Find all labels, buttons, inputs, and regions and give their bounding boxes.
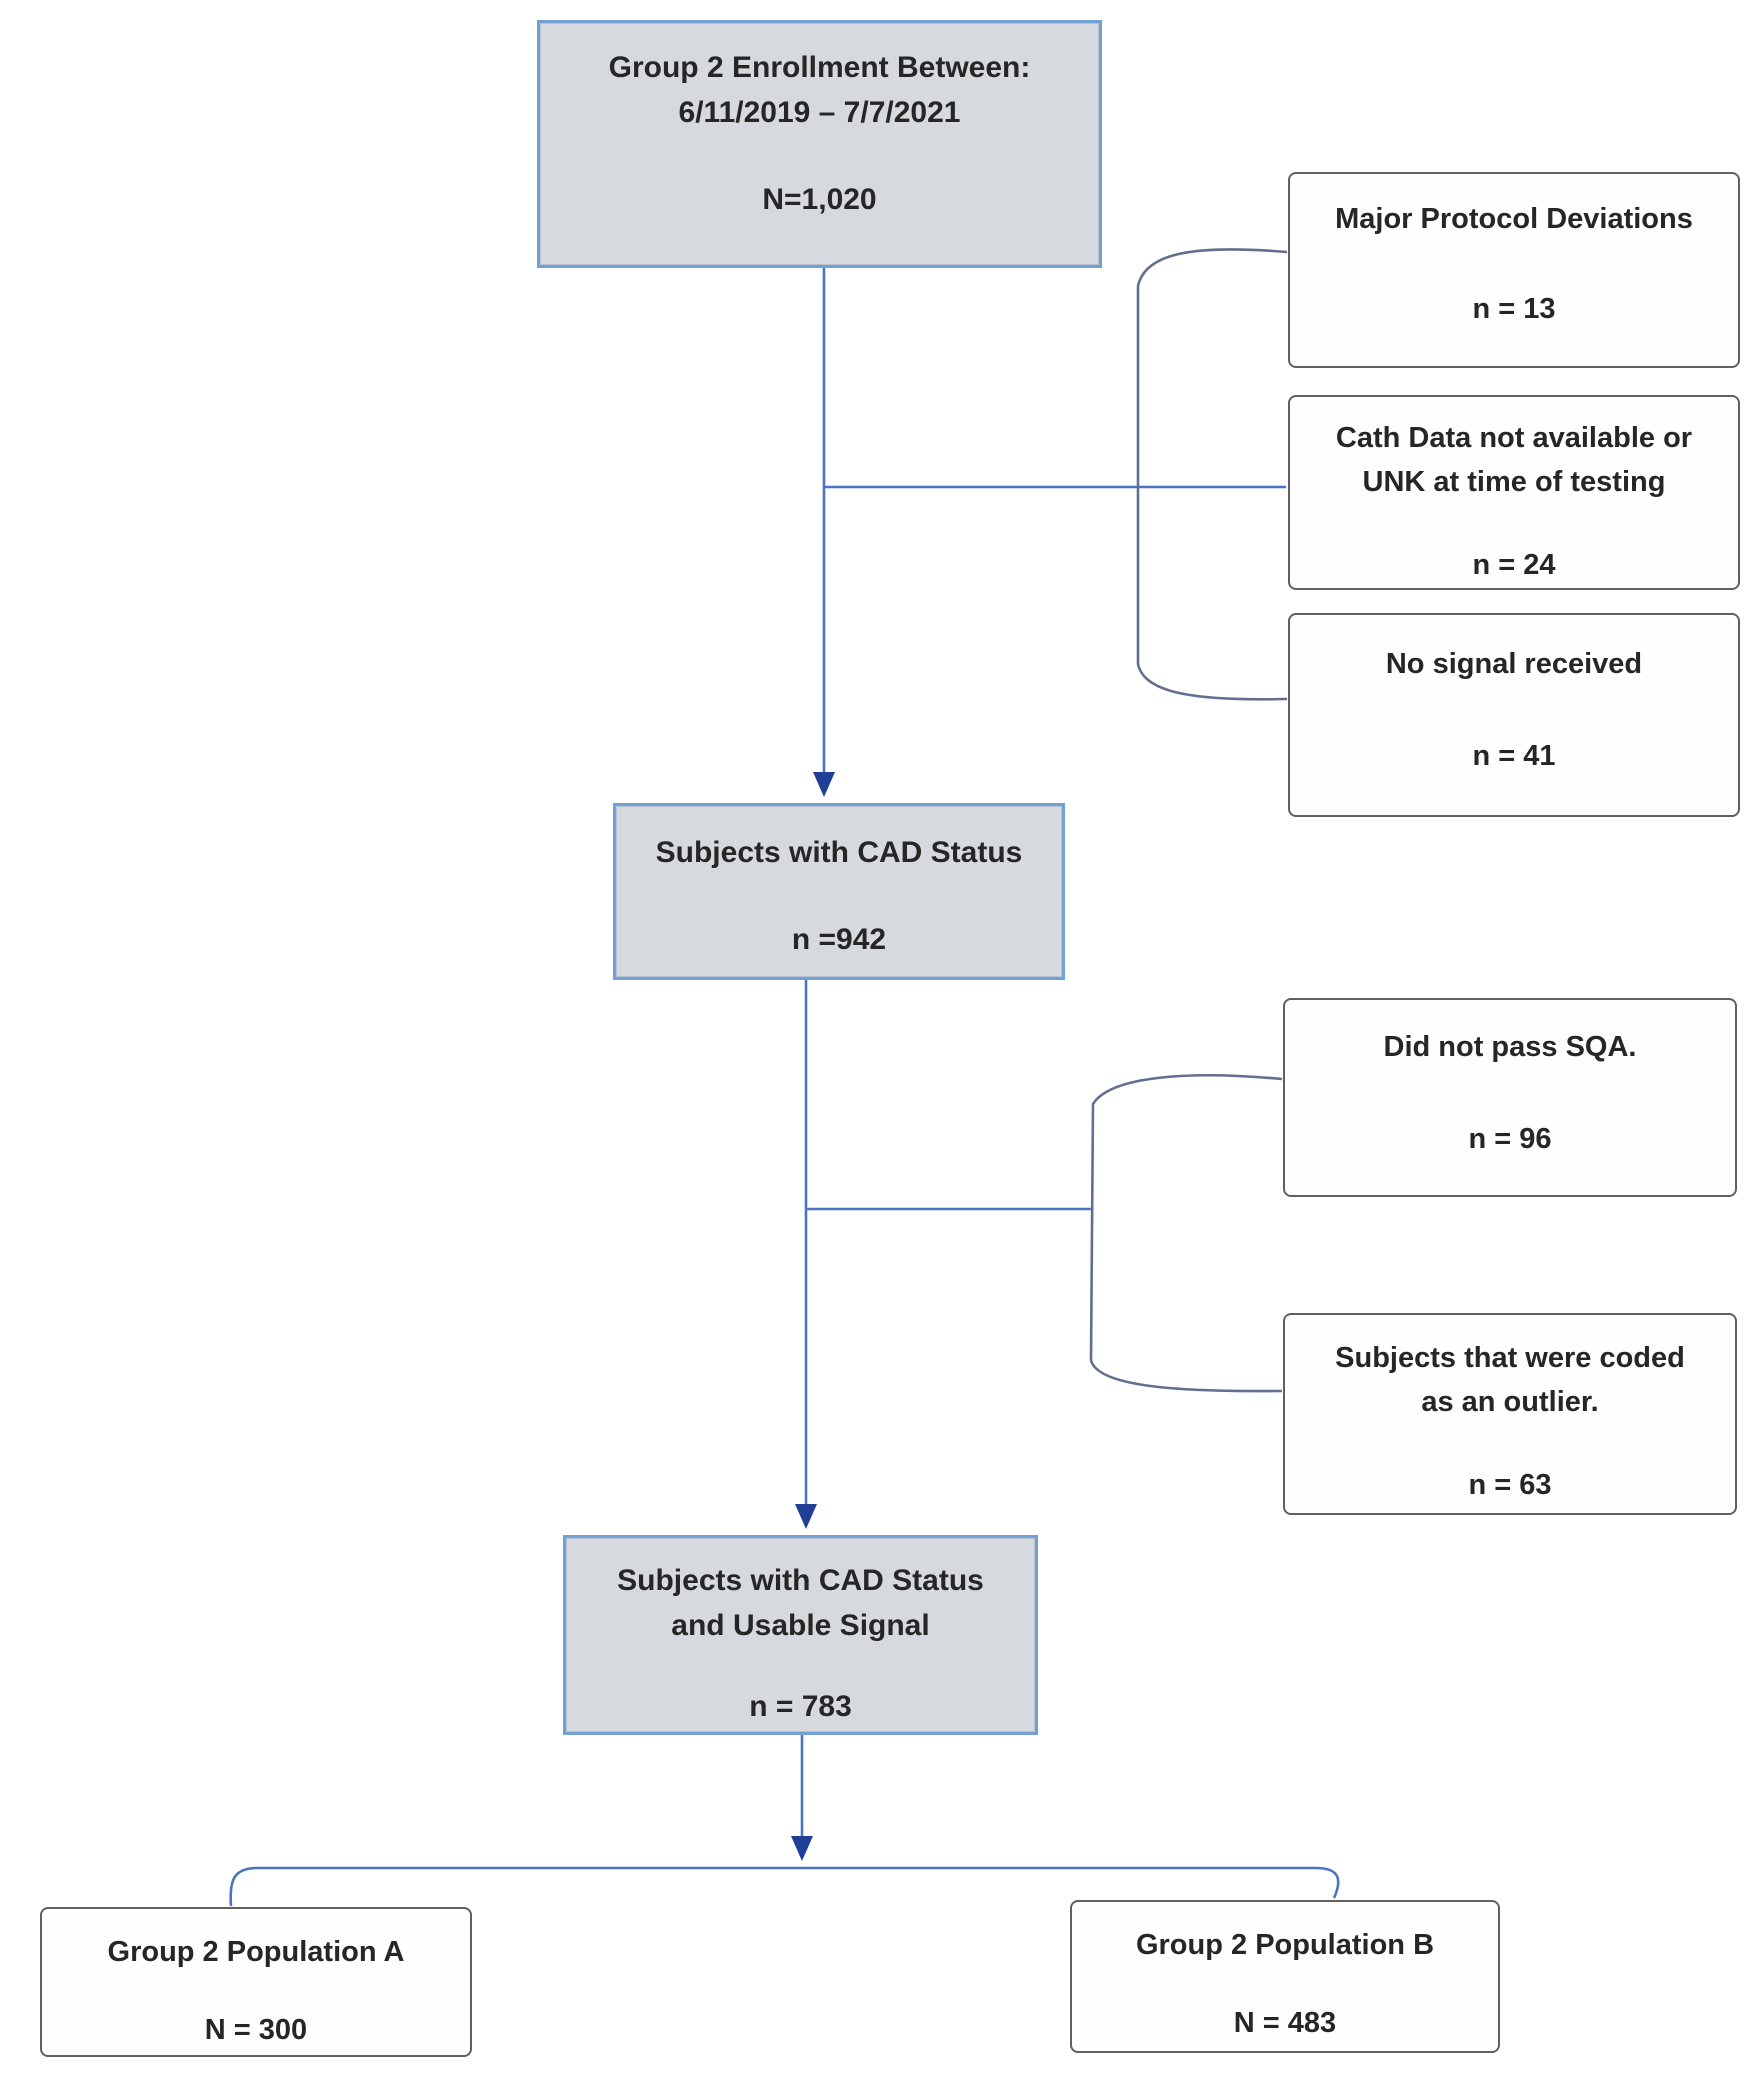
bracket-exclusions-2 [1089,1073,1283,1393]
box-enrollment: Group 2 Enrollment Between: 6/11/2019 – … [537,20,1102,268]
box-population-b-title: Group 2 Population B [1135,1929,1435,1961]
box-coded-as-outlier: Subjects that were coded as an outlier. … [1283,1313,1737,1515]
arrowhead-into-split [791,1836,813,1861]
arrowhead-into-usable-box [795,1504,817,1529]
box-population-a-title: Group 2 Population A [107,1936,405,1968]
bracket-exclusions-1 [1136,248,1288,701]
box-cath-data-unavailable: Cath Data not available or UNK at time o… [1288,395,1740,590]
box-usable-signal: Subjects with CAD Status and Usable Sign… [563,1535,1038,1735]
box-no-signal-received-title: No signal received [1385,648,1643,680]
box-no-signal-received: No signal received n = 41 [1288,613,1740,817]
box-population-a: Group 2 Population A N = 300 [40,1907,472,2057]
box-cath-data-unavailable-count: n = 24 [1472,549,1556,581]
box-population-b: Group 2 Population B N = 483 [1070,1900,1500,2053]
box-coded-as-outlier-title: Subjects that were coded as an outlier. [1335,1342,1685,1418]
box-did-not-pass-sqa: Did not pass SQA. n = 96 [1283,998,1737,1197]
box-major-protocol-deviations-count: n = 13 [1472,292,1556,325]
box-cath-data-unavailable-title: Cath Data not available or UNK at time o… [1335,422,1693,498]
box-usable-signal-count: n = 783 [749,1690,852,1723]
box-population-a-count: N = 300 [204,2013,308,2046]
box-usable-signal-title: Subjects with CAD Status and Usable Sign… [617,1564,984,1642]
box-cad-status-title: Subjects with CAD Status [655,836,1023,869]
box-did-not-pass-sqa-title: Did not pass SQA. [1383,1031,1637,1063]
box-major-protocol-deviations-title: Major Protocol Deviations [1335,203,1693,235]
arrowhead-into-cad-box [813,772,835,797]
box-cad-status-count: n =942 [791,923,887,956]
box-did-not-pass-sqa-count: n = 96 [1468,1122,1552,1155]
box-no-signal-received-count: n = 41 [1472,739,1556,772]
box-population-b-count: N = 483 [1233,2006,1337,2039]
box-major-protocol-deviations: Major Protocol Deviations n = 13 [1288,172,1740,368]
box-coded-as-outlier-count: n = 63 [1468,1469,1552,1501]
box-enrollment-title: Group 2 Enrollment Between: 6/11/2019 – … [608,51,1031,129]
box-cad-status: Subjects with CAD Status n =942 [613,803,1065,980]
box-enrollment-count: N=1,020 [762,183,877,216]
